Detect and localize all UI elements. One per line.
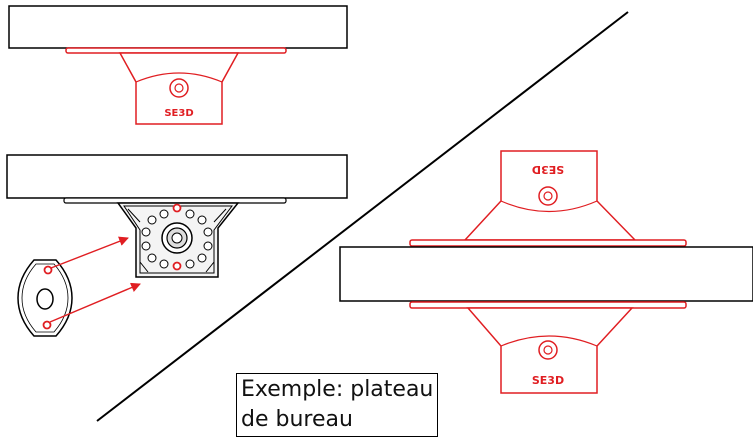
small-plate-inner: [21, 263, 69, 333]
small-plate-assembly: [17, 236, 141, 337]
bracket-hole-inner: [174, 83, 184, 93]
lower-bracket-hole-inner: [543, 345, 553, 355]
middle-left-assembly: [6, 154, 348, 278]
desk-board-middle-left: [6, 154, 348, 199]
arrow-bottom: [49, 282, 141, 323]
logo-upper-bracket: SE3D: [532, 163, 564, 176]
lower-mount-strip: [409, 301, 687, 309]
adapter-center-inner: [171, 232, 183, 244]
desk-board-right: [339, 246, 753, 302]
right-assembly: SE3D SE3D: [339, 150, 753, 394]
upper-bracket-hole-inner: [543, 191, 553, 201]
upper-mount-strip: [409, 239, 687, 247]
top-left-assembly: SE3D: [8, 5, 348, 125]
upper-bracket-curve: [500, 200, 598, 213]
logo-top-left: SE3D: [164, 108, 193, 119]
adapter-red-hole-top: [172, 203, 182, 213]
arrow-top: [50, 236, 129, 269]
diagonal-divider: [96, 11, 629, 422]
caption-line-2: de bureau: [241, 407, 353, 432]
desk-board-top-left: [8, 5, 348, 49]
small-plate-red-hole-top: [43, 265, 53, 275]
logo-lower-bracket: SE3D: [532, 374, 564, 387]
lower-bracket-curve: [500, 335, 598, 347]
small-plate-center-hole: [36, 288, 54, 310]
adapter-red-hole-bottom: [172, 261, 182, 271]
adapter-ribs: [127, 208, 227, 273]
caption-line-1: Exemple: plateau: [241, 377, 434, 402]
adapter-inner-outline: [123, 205, 233, 274]
small-plate-red-hole-bottom: [42, 320, 52, 330]
bracket-curve: [135, 72, 223, 83]
adapter-hole-ring: [141, 209, 213, 269]
caption-box: Exemple: plateau de bureau: [236, 373, 438, 437]
